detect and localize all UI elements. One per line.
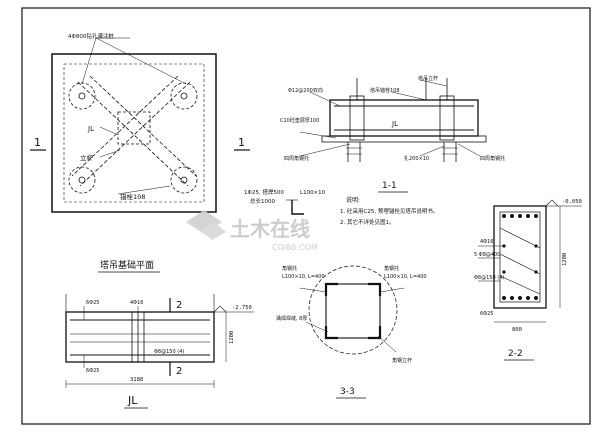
- s22-callout-3: Φ8@150 (4): [474, 275, 504, 281]
- s33-column: 角钢立杆: [392, 357, 412, 364]
- detail-angle: L100×10: [300, 190, 326, 196]
- s11-callout-4: C10砼垫层厚100: [280, 117, 319, 124]
- s11-callout-1: Φ12@200双向: [288, 87, 323, 94]
- notes-line-1: 1. 砼采用C25, 预埋锚栓见塔吊说明书。: [340, 207, 438, 215]
- s33-corner-angles: [324, 282, 382, 340]
- s11-tower-left: [349, 95, 365, 141]
- s33-pile-circle: [308, 265, 398, 355]
- s22-callout-2: 5 Φ8@400: [474, 252, 500, 258]
- watermark-site: COI88.COM: [272, 243, 318, 252]
- section-3-3: 角钢托 L100×10, L=400 角钢托 L100×10, L=400 満焊…: [276, 265, 427, 399]
- section-cut-marker-right: 1: [234, 136, 250, 151]
- s22-outline: [493, 205, 547, 309]
- beam-jl-elevation: 6Φ25 4Φ16 6Φ25 Φ8@150 (4) -2.750 2 2 120…: [65, 294, 254, 409]
- s33-angle2-spec: L100×10, L=400: [384, 274, 427, 280]
- jl-length-dim: 3188: [130, 377, 143, 383]
- pile-bottom-right: [170, 166, 198, 194]
- diag-beam-1a: [77, 81, 189, 187]
- jl-title: JL: [127, 394, 138, 407]
- notes-title: 说明:: [346, 196, 360, 204]
- s11-pile-right: [442, 142, 458, 162]
- diag-beam-2a: [79, 81, 191, 187]
- s11-callout-3: 塔吊立杆: [418, 75, 438, 82]
- s22-top-bars: [502, 214, 538, 218]
- leader-jl: [99, 126, 117, 135]
- s22-bottom-bars: [502, 296, 538, 300]
- detail-bar: 1Φ25, 搭焊500: [244, 188, 284, 196]
- watermark-logo-icon: [186, 210, 226, 240]
- sheet-frame: [21, 7, 591, 425]
- anchor-detail: 1Φ25, 搭焊500 总长1000 L100×10: [244, 188, 326, 215]
- pile-bottom-left: [68, 166, 96, 194]
- plan-inner-dashed: [63, 63, 205, 203]
- diag-beam-2b: [71, 75, 179, 177]
- notes: 说明: 1. 砼采用C25, 预埋锚栓见塔吊说明书。 2. 其它不详处见图1。: [340, 196, 438, 226]
- s11-callout-5: 四周角钢托: [284, 155, 309, 162]
- jl-outline: [65, 311, 215, 363]
- jl-cut-top: 2: [176, 300, 182, 311]
- s33-weld: 満焊焊缝, 8厚: [276, 315, 307, 322]
- s33-frame: [325, 283, 381, 339]
- s22-callout-1: 4Φ16: [480, 239, 493, 245]
- label-plan-column: 立杆: [80, 153, 94, 162]
- s11-cushion: [321, 135, 487, 143]
- jl-top-bars-label: 6Φ25: [86, 300, 99, 306]
- leader-piles-2: [95, 37, 187, 85]
- s22-stirrup: [499, 211, 541, 303]
- s22-elevation: -0.050: [562, 199, 582, 205]
- diag-beam-1b: [89, 75, 197, 177]
- s11-tower-right: [439, 95, 455, 141]
- label-plan-bolt: 锚栓108: [120, 192, 145, 201]
- section-2-2: -0.050 4Φ16 5 Φ8@400 Φ8@150 (4) 6Φ25 120…: [474, 199, 582, 361]
- leader-bolt: [117, 185, 171, 195]
- s11-callout-7: 四周角钢托: [480, 155, 505, 162]
- s22-callout-4: 6Φ25: [480, 311, 493, 317]
- watermark-brand: 土木在线: [230, 217, 310, 241]
- notes-line-2: 2. 其它不详处见图1。: [340, 218, 395, 226]
- s22-side-bars: [502, 244, 538, 274]
- s11-title: 1-1: [382, 181, 397, 191]
- plan-center-box: [117, 111, 151, 145]
- jl-elevation: -2.750: [232, 305, 252, 311]
- label-anchor-holes: 4Φ800钻孔灌注桩: [68, 32, 114, 40]
- leader-column: [99, 149, 121, 158]
- s11-slab: [329, 99, 479, 137]
- jl-stirrups-label: Φ8@150 (4): [154, 349, 184, 355]
- leader-piles: [81, 37, 97, 85]
- s33-angle1-spec: L100×10, L=400: [282, 274, 325, 280]
- jl-bottom-bars-label: 6Φ25: [86, 368, 99, 374]
- jl-cut-bottom: 2: [176, 366, 182, 377]
- jl-side-bars-label: 4Φ16: [130, 300, 143, 306]
- s22-height-dim: 1200: [562, 253, 568, 266]
- pile-top-left: [68, 82, 96, 110]
- s11-pile-left: [346, 142, 362, 162]
- s22-title: 2-2: [508, 349, 523, 359]
- s33-title: 3-3: [340, 387, 355, 397]
- svg-text:1: 1: [34, 136, 41, 149]
- svg-text:1: 1: [238, 136, 245, 149]
- label-plan-jl: JL: [87, 125, 94, 133]
- s33-angle2: 角钢托: [384, 265, 399, 272]
- section-1-1: Φ12@200双向 塔吊锚栓108 塔吊立杆 C10砼垫层厚100 JL 四周角…: [280, 75, 505, 193]
- jl-height-dim: 1200: [229, 331, 235, 344]
- watermark: 土木在线 COI88.COM: [186, 210, 318, 252]
- s11-callout-2: 塔吊锚栓108: [370, 87, 400, 94]
- section-cut-marker-left: 1: [30, 136, 46, 151]
- plan-title: 塔吊基础平面: [100, 259, 154, 271]
- plan-outline: [51, 53, 217, 213]
- s11-callout-6: 扎200×10: [404, 155, 429, 162]
- detail-anchor-length: 总长1000: [250, 197, 275, 205]
- foundation-plan: 4Φ800钻孔灌注桩 JL 立杆 锚栓108 塔吊基础平面: [51, 32, 217, 273]
- s22-width-dim: 800: [512, 327, 522, 333]
- s11-beam-label: JL: [391, 120, 398, 128]
- s33-angle1: 角钢托: [282, 265, 297, 272]
